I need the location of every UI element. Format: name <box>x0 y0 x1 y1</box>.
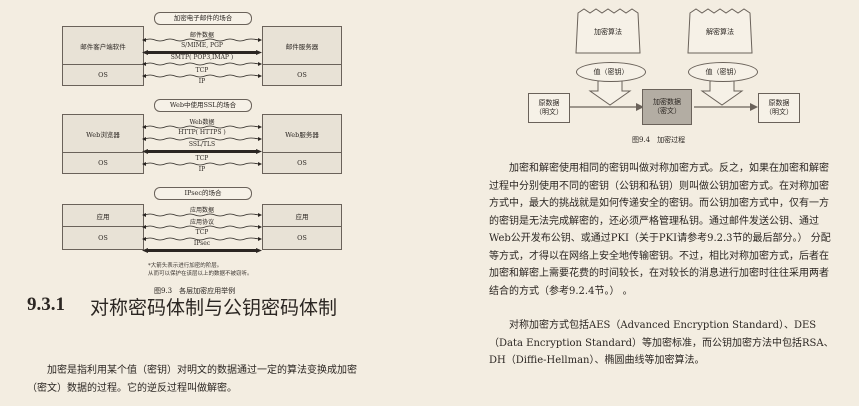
figure-caption: 图9.4 加密过程 <box>632 136 686 144</box>
os-box-left: OS <box>62 226 144 250</box>
group-ssl-title: Web中使用SSL的场合 <box>154 99 252 112</box>
section-number: 9.3.1 <box>27 294 65 315</box>
app-box-right: 应用 <box>262 204 342 228</box>
figure-note-2: 从而可以保护在该层以上的数据不被窃听。 <box>148 271 253 277</box>
lane-label: 应用数据 <box>189 207 214 214</box>
lane-label: HTTP( HTTPS ) <box>178 129 226 136</box>
group-email-title: 加密电子邮件的场合 <box>154 12 252 25</box>
os-box-right: OS <box>262 152 342 174</box>
lane-label: TCP <box>195 67 209 74</box>
lane-label: IPsec <box>193 240 211 247</box>
lane-label: S/MIME, PGP <box>181 42 223 49</box>
figure-caption: 图9.3 各层加密应用举例 <box>154 287 236 295</box>
flow-arrows <box>570 8 758 111</box>
decrypt-algorithm-label: 解密算法 <box>706 28 734 36</box>
os-box-left: OS <box>62 152 144 174</box>
encrypt-algorithm-label: 加密算法 <box>594 28 622 36</box>
bold-arrow <box>142 248 262 253</box>
key-ellipse-right: 值（密钥） <box>688 62 758 82</box>
wave-arrow <box>142 125 262 129</box>
web-browser-box: Web浏览器 <box>62 114 144 154</box>
right-paragraph-2: 对称加密方式包括AES（Advanced Encryption Standard… <box>489 320 834 366</box>
figure-note-1: *大箭头表示进行加密的阶层。 <box>148 263 223 269</box>
wave-arrow <box>142 162 262 166</box>
wave-arrow <box>142 213 262 217</box>
right-paragraph-1: 加密和解密使用相同的密钥叫做对称加密方式。反之，如果在加密和解密过程中分别使用不… <box>489 163 831 297</box>
lane-label: 应用协议 <box>189 219 214 226</box>
bold-arrow <box>142 50 262 55</box>
section-title: 对称密码体制与公钥密码体制 <box>90 297 338 319</box>
lane-label: 邮件数据 <box>189 32 214 39</box>
lane-label: SMTP( POP3,IMAP ) <box>170 54 234 61</box>
figure-9-4: 加密算法 解密算法 值（密钥） 值（密钥） 原数据 （明文） 加密数据 （密文）… <box>528 5 818 150</box>
left-paragraph: 加密是指利用某个值（密钥）对明文的数据通过一定的算法变换成加密（密文）数据的过程… <box>27 365 357 394</box>
plaintext-box-right: 原数据 （明文） <box>758 93 800 123</box>
wave-arrow <box>142 62 262 66</box>
email-client-box: 邮件客户端软件 <box>62 26 144 66</box>
group-ipsec-title: IPsec的场合 <box>154 187 252 200</box>
lane-label: TCP <box>195 155 209 162</box>
os-box-right: OS <box>262 226 342 250</box>
wave-arrow <box>142 137 262 141</box>
plaintext-box-left: 原数据 （明文） <box>528 93 570 123</box>
wave-arrow <box>142 74 262 78</box>
wave-arrow <box>142 38 262 42</box>
right-text-block: 加密和解密使用相同的密钥叫做对称加密方式。反之，如果在加密和解密过程中分别使用不… <box>489 160 834 387</box>
os-box-left: OS <box>62 64 144 86</box>
wave-arrow <box>142 237 262 241</box>
web-server-box: Web服务器 <box>262 114 342 154</box>
os-box-right: OS <box>262 64 342 86</box>
lane-label: IP <box>198 78 206 85</box>
wave-arrow <box>142 225 262 229</box>
lane-label: Web数据 <box>189 119 215 126</box>
bold-arrow <box>142 149 262 154</box>
lane-label: SSL/TLS <box>188 141 216 148</box>
app-box-left: 应用 <box>62 204 144 228</box>
figure-9-3: 加密电子邮件的场合 邮件客户端软件 邮件服务器 OS OS 邮件数据 S/MIM… <box>62 0 342 300</box>
left-text-block: 加密是指利用某个值（密钥）对明文的数据通过一定的算法变换成加密（密文）数据的过程… <box>27 362 372 398</box>
ciphertext-box: 加密数据 （密文） <box>642 89 692 125</box>
mail-server-box: 邮件服务器 <box>262 26 342 66</box>
key-ellipse-left: 值（密钥） <box>576 62 646 82</box>
lane-label: TCP <box>195 229 209 236</box>
lane-label: IP <box>198 166 206 173</box>
